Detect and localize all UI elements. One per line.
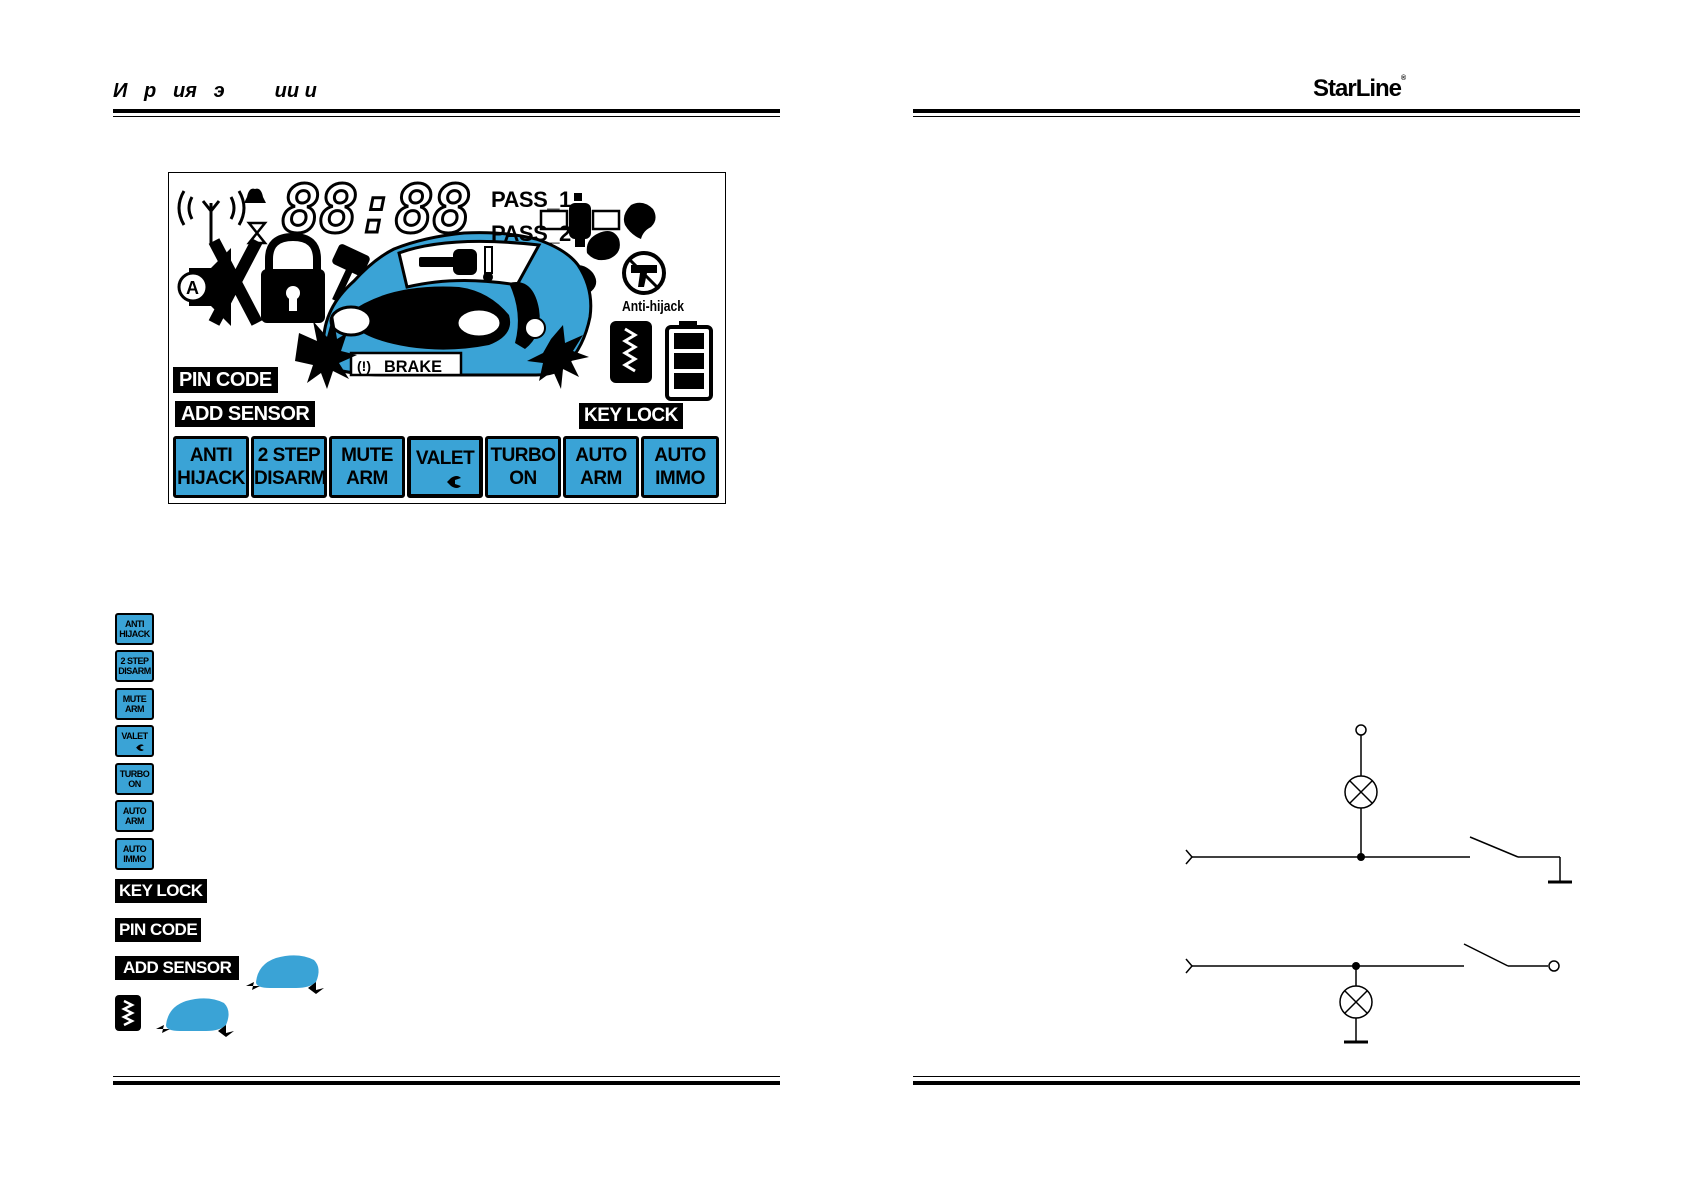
- legend-valet-icon: VALET: [115, 725, 154, 757]
- legend-key-lock-label: KEY LOCK: [115, 879, 207, 903]
- btn-line1: TURBO: [490, 445, 556, 466]
- pass1-label: PASS_1: [491, 187, 571, 212]
- btn-line1: VALET: [415, 447, 475, 469]
- legend-car-alarm-icon: [246, 955, 324, 994]
- shock-burst-right: [527, 325, 589, 389]
- legend-auto-arm-icon: AUTO ARM: [115, 800, 154, 832]
- pass2-label: PASS_2: [491, 221, 571, 246]
- hammer-icon: [332, 244, 370, 303]
- legend-line1: MUTE: [122, 694, 147, 704]
- btn-line1: MUTE: [341, 445, 393, 466]
- legend-line2: ARM: [125, 704, 145, 714]
- svg-text:A: A: [186, 278, 199, 298]
- btn-line2: ARM: [346, 468, 388, 489]
- auto-arm-button: AUTO ARM: [563, 436, 639, 498]
- footer-rule-right: [913, 1081, 1580, 1085]
- legend-auto-immo-icon: AUTO IMMO: [115, 838, 154, 870]
- brand-mark: ®: [1401, 75, 1406, 82]
- legend-mute-arm-icon: MUTE ARM: [115, 688, 154, 720]
- add-sensor-label: ADD SENSOR: [175, 401, 316, 427]
- legend-turbo-on-icon: TURBO ON: [115, 763, 154, 795]
- btn-line2: ARM: [580, 468, 622, 489]
- two-step-disarm-button: 2 STEP DISARM: [251, 436, 327, 498]
- header-rule-left-thin: [113, 116, 780, 117]
- legend-line1: 2 STEP: [120, 656, 149, 666]
- legend-line2: IMMO: [123, 854, 146, 864]
- legend-line1: VALET: [121, 731, 148, 741]
- wiring-diagram: [1185, 724, 1572, 1044]
- legend-two-step-disarm-icon: 2 STEP DISARM: [115, 650, 154, 682]
- legend-line2: HIJACK: [119, 629, 150, 639]
- page-header-title: И р ия э ии и: [113, 80, 317, 102]
- legend-shock-sensor-glyph: [121, 999, 135, 1027]
- lcd-display: Anti-hijack A: [168, 172, 726, 504]
- btn-line2: IMMO: [655, 468, 705, 489]
- header-rule-right: [913, 109, 1580, 113]
- satellite-icon: [539, 193, 621, 247]
- shock-burst-left: [295, 315, 357, 389]
- legend-line2: ON: [128, 779, 141, 789]
- car-icon: [322, 231, 593, 377]
- legend-add-sensor-label: ADD SENSOR: [115, 956, 240, 980]
- brake-label: BRAKE: [384, 357, 442, 376]
- legend-car-shock-icon: [156, 998, 234, 1037]
- valet-button: VALET: [407, 436, 483, 498]
- clock-display: 88:88: [280, 171, 474, 248]
- btn-line1: 2 STEP: [257, 445, 321, 466]
- anti-hijack-icon: [622, 251, 666, 295]
- bell-icon: [244, 188, 266, 203]
- siren-icon: A: [177, 238, 263, 326]
- brake-icon: (!): [357, 358, 371, 374]
- btn-line1: AUTO: [575, 445, 627, 466]
- btn-line2: HIJACK: [177, 468, 245, 489]
- antenna-icon: [177, 190, 246, 245]
- footer-rule-right-thin: [913, 1076, 1580, 1077]
- footer-rule-left-thin: [113, 1076, 780, 1077]
- legend-line2: DISARM: [118, 666, 151, 676]
- legend-wrench-icon: [125, 744, 144, 751]
- btn-line1: ANTI: [189, 445, 233, 466]
- turbo-on-button: TURBO ON: [485, 436, 561, 498]
- header-rule-right-thin: [913, 116, 1580, 117]
- btn-line2: DISARM: [254, 468, 326, 489]
- legend-pin-code-label: PIN CODE: [115, 918, 202, 942]
- legend-anti-hijack-icon: ANTI HIJACK: [115, 613, 154, 645]
- lock-icon: [261, 232, 325, 323]
- legend-line1: AUTO: [122, 806, 147, 816]
- pin-code-label: PIN CODE: [173, 367, 278, 393]
- legend-line1: TURBO: [119, 769, 150, 779]
- legend-line1: ANTI: [125, 619, 145, 629]
- battery-icon: [665, 321, 713, 401]
- anti-hijack-button: ANTI HIJACK: [173, 436, 249, 498]
- legend-line1: AUTO: [122, 844, 147, 854]
- shock-sensor-icon: [610, 321, 652, 383]
- btn-line1: AUTO: [654, 445, 706, 466]
- key-lock-label: KEY LOCK: [579, 403, 683, 429]
- hourglass-icon: [246, 221, 268, 245]
- door-icon: [586, 231, 620, 261]
- header-rule-left: [113, 109, 780, 113]
- wrench-icon: [429, 475, 461, 488]
- brand-name: StarLine: [1313, 75, 1402, 102]
- btn-line2: ON: [509, 468, 537, 489]
- anti-hijack-label: Anti-hijack: [622, 298, 685, 315]
- mute-arm-button: MUTE ARM: [329, 436, 405, 498]
- legend-shock-sensor-icon: [115, 995, 141, 1031]
- footer-rule-left: [113, 1081, 780, 1085]
- engine-start-icon: [623, 202, 656, 239]
- auto-immo-button: AUTO IMMO: [641, 436, 719, 498]
- legend-line2: ARM: [125, 816, 145, 826]
- lcd-graphics: Anti-hijack A: [177, 188, 713, 401]
- starline-logo: StarLine®: [1313, 75, 1406, 103]
